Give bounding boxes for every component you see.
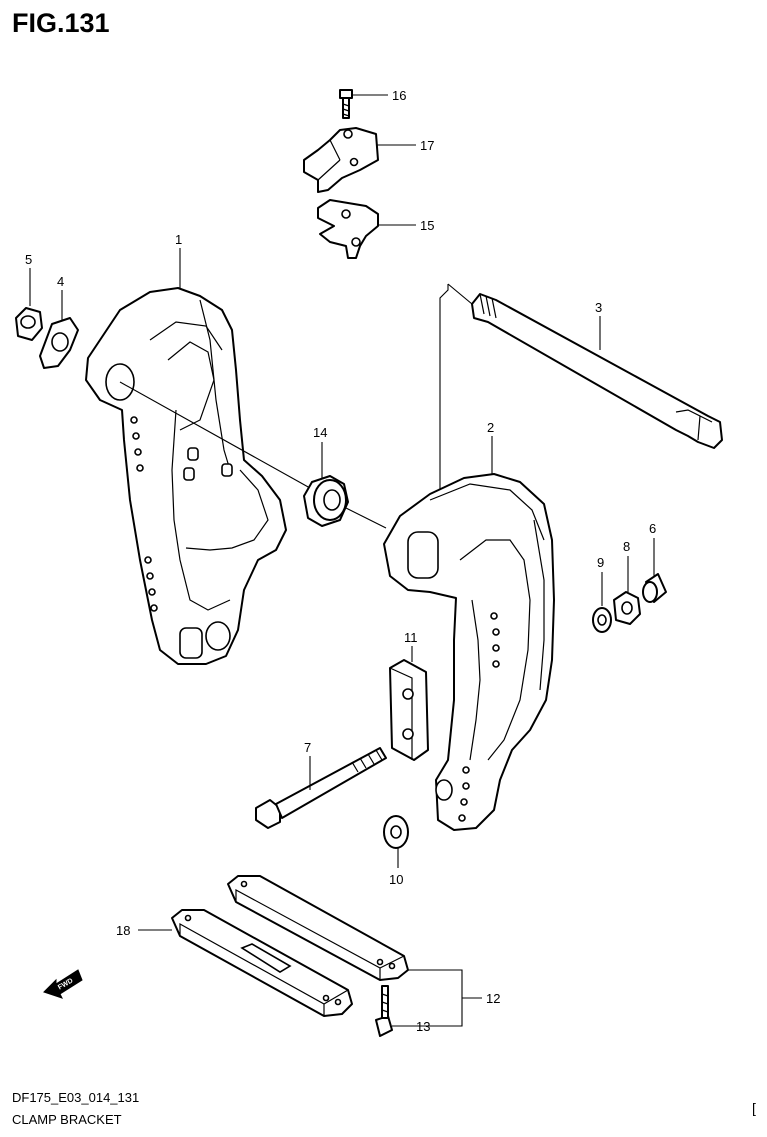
figure-title: FIG.131 (12, 8, 110, 38)
part-13-screw[interactable] (375, 985, 393, 1037)
part-6-collar[interactable] (642, 573, 667, 603)
callout-10[interactable]: 10 (389, 872, 403, 887)
footer-diagram-name: CLAMP BRACKET (12, 1112, 122, 1127)
callout-13[interactable]: 13 (416, 1019, 430, 1034)
callout-15[interactable]: 15 (420, 218, 434, 233)
centerline-a (119, 381, 311, 489)
part-8-nut[interactable] (613, 591, 641, 625)
part-14-bushing[interactable] (303, 475, 349, 527)
callout-11[interactable]: 11 (404, 630, 418, 645)
callout-12[interactable]: 12 (486, 991, 500, 1006)
footer-diagram-code: DF175_E03_014_131 (12, 1090, 140, 1105)
centerline-shaft-top (447, 283, 473, 305)
part-1-clamp-bracket-left[interactable] (85, 287, 287, 665)
callout-7[interactable]: 7 (304, 740, 311, 755)
callout-14[interactable]: 14 (313, 425, 327, 440)
part-11-plate[interactable] (389, 659, 429, 761)
part-10-washer[interactable] (383, 815, 409, 849)
callout-2[interactable]: 2 (487, 420, 494, 435)
page-mark: [ (752, 1100, 756, 1116)
callout-3[interactable]: 3 (595, 300, 602, 315)
part-16-bolt[interactable] (339, 89, 353, 119)
part-5-nut[interactable] (15, 307, 43, 341)
part-3-tilt-shaft[interactable] (471, 293, 723, 449)
callout-18[interactable]: 18 (116, 923, 130, 938)
part-4-washer[interactable] (39, 317, 79, 369)
part-17-cover[interactable] (303, 127, 379, 193)
fwd-arrow-icon: FWD (43, 969, 83, 999)
part-7-long-bolt[interactable] (255, 747, 387, 829)
callout-8[interactable]: 8 (623, 539, 630, 554)
callout-4[interactable]: 4 (57, 274, 64, 289)
part-9-washer[interactable] (592, 607, 612, 633)
part-18-pad[interactable] (171, 909, 353, 1017)
callout-9[interactable]: 9 (597, 555, 604, 570)
centerline-b (345, 507, 387, 529)
part-15-bracket[interactable] (317, 199, 379, 259)
callout-5[interactable]: 5 (25, 252, 32, 267)
part-2-clamp-bracket-right[interactable] (383, 473, 555, 831)
callout-17[interactable]: 17 (420, 138, 434, 153)
leader-12 (408, 969, 463, 1027)
callout-1[interactable]: 1 (175, 232, 182, 247)
callout-16[interactable]: 16 (392, 88, 406, 103)
callout-6[interactable]: 6 (649, 521, 656, 536)
